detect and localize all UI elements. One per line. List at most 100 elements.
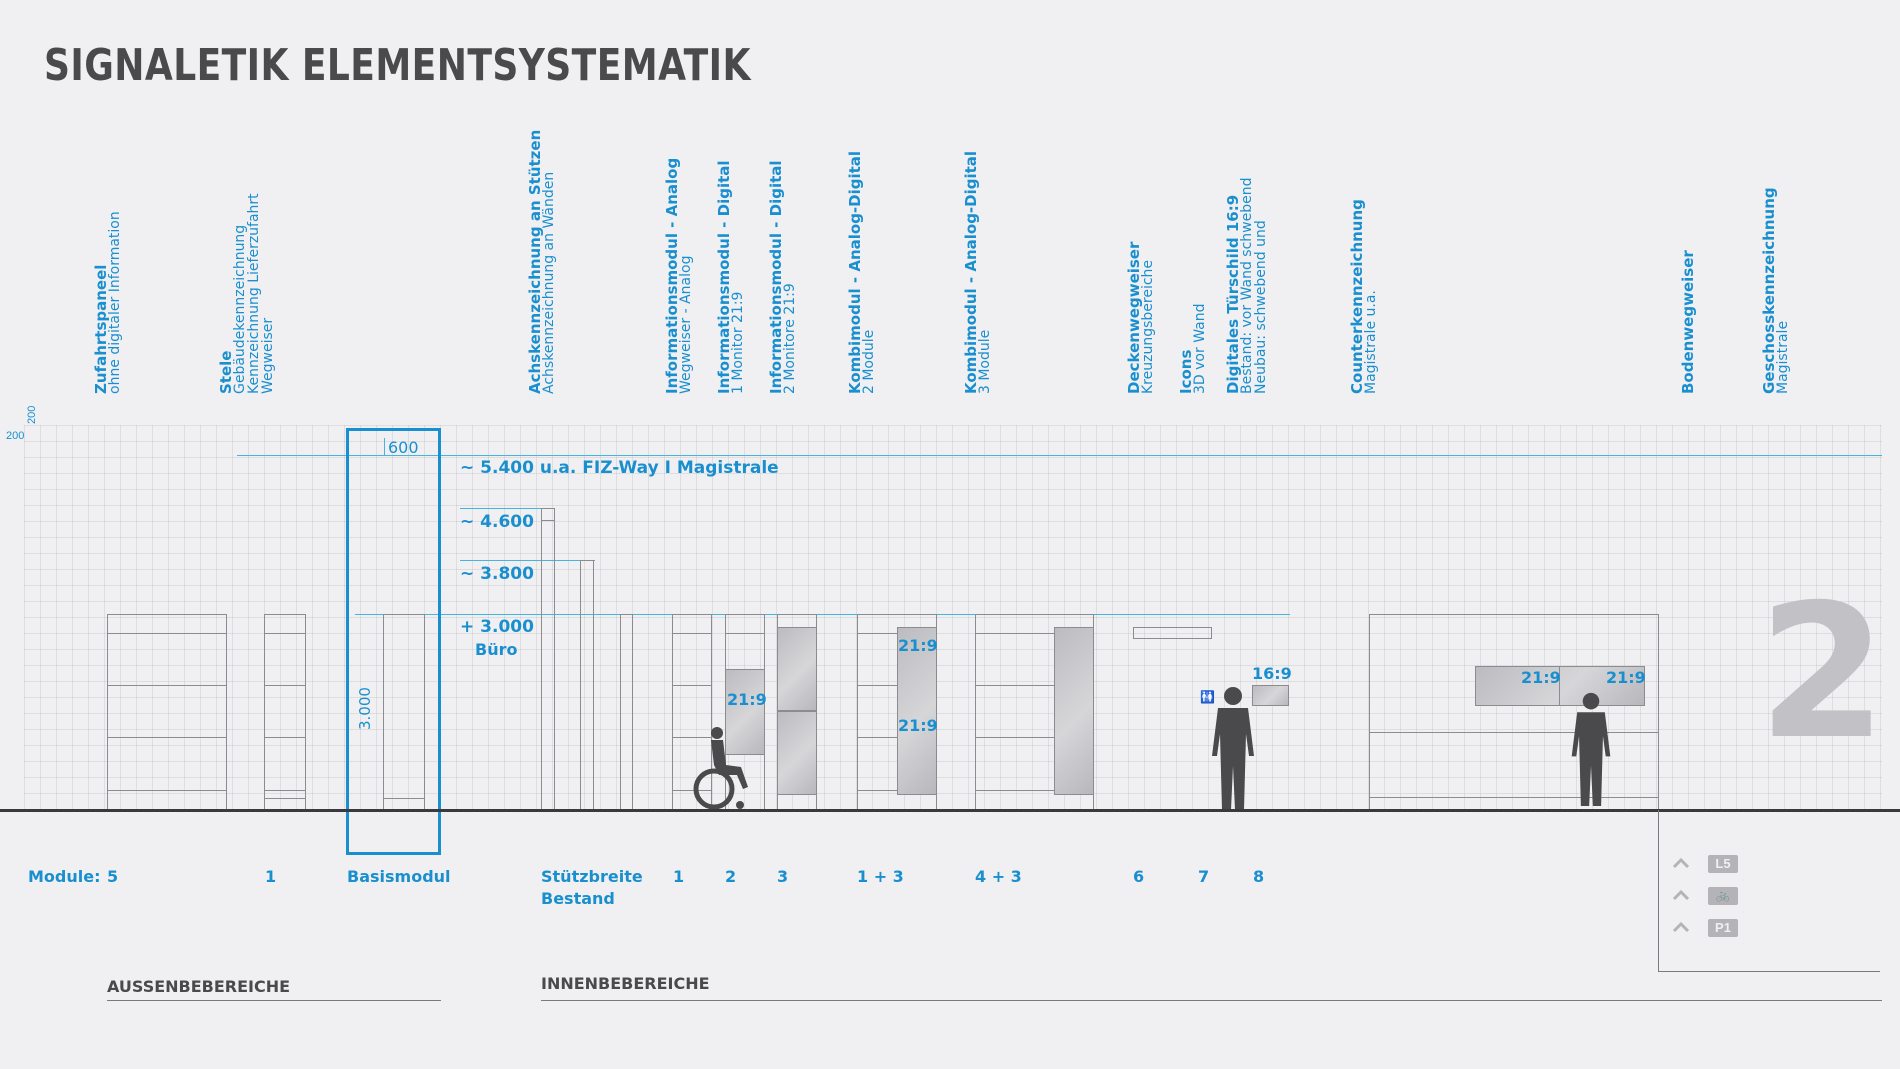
achskennzeichnung-stuetze-1 — [541, 508, 555, 810]
section-inside-line — [541, 1000, 1882, 1001]
monitor-screen — [777, 711, 817, 795]
floor-number: 2 — [1758, 564, 1887, 780]
level-guide-vline — [1658, 810, 1659, 972]
screen-divider — [1559, 666, 1560, 706]
stele-element — [264, 614, 306, 810]
module-count: 5 — [107, 867, 119, 886]
column-label-kombimodul-3: Kombimodul - Analog-Digital 3 Module — [962, 150, 993, 394]
column-label-deckenwegweiser: Deckenwegweiser Kreuzungsbereiche — [1125, 241, 1156, 394]
height-label-3800: ~ 3.800 — [460, 564, 534, 584]
column-sub: Magistrale u.a. — [1363, 290, 1379, 394]
height-line-4600 — [460, 508, 555, 509]
column-sub: Wegweiser - Analog — [678, 255, 694, 394]
monitor-screen — [725, 669, 765, 755]
panel-divider — [673, 633, 711, 634]
column-sub: Bestand: vor Wand schwebend — [1239, 177, 1255, 395]
panel-divider — [673, 685, 711, 686]
column-heading: Bodenwegweiser — [1679, 250, 1697, 394]
column-sub: 3D vor Wand — [1192, 303, 1208, 394]
person-figure-icon — [1571, 692, 1611, 807]
column-heading: Counterkennzeichnung — [1348, 199, 1366, 394]
panel-divider — [265, 685, 305, 686]
level-badge-p1: P1 — [1708, 919, 1738, 937]
panel-divider — [976, 633, 1055, 634]
panel-divider — [108, 737, 226, 738]
column-label-bodenwegweiser: Bodenwegweiser — [1679, 250, 1697, 394]
monitor-screen — [1054, 627, 1094, 795]
module-count: 2 — [725, 867, 737, 886]
column-sub: 2 Module — [861, 329, 877, 394]
height-label-buero: Büro — [475, 640, 518, 659]
monitor-screen — [897, 627, 937, 795]
bicycle-icon: 🚲 — [1708, 887, 1738, 905]
height-line-5400 — [237, 455, 1882, 456]
section-inside: INNENBEBEREICHE — [541, 974, 710, 993]
panel-divider — [108, 790, 226, 791]
counter-screen — [1475, 666, 1645, 706]
achskennzeichnung-stuetze-2 — [580, 560, 594, 810]
panel-divider — [976, 790, 1055, 791]
panel-divider — [1370, 797, 1658, 798]
column-label-zufahrtspaneel: Zufahrtspaneel ohne digitaler Informatio… — [92, 211, 123, 394]
height-label-4600: ~ 4.600 — [460, 512, 534, 532]
panel-divider — [673, 790, 711, 791]
panel-divider — [673, 737, 711, 738]
column-heading: Zufahrtspaneel — [92, 264, 110, 394]
column-sub: Gebäudekennzeichnung — [232, 224, 248, 394]
module-count: 1 — [265, 867, 277, 886]
panel-divider — [976, 685, 1055, 686]
column-sub: Kreuzungsbereiche — [1140, 259, 1156, 394]
column-sub: Wegweiser — [260, 317, 276, 394]
column-label-stele: Stele Gebäudekennzeichnung Kennzeichnung… — [217, 193, 276, 394]
module-count: Bestand — [541, 889, 615, 908]
ratio-label: 21:9 — [898, 636, 938, 655]
level-guide-hline — [1658, 971, 1880, 972]
deckenwegweiser-element — [1133, 627, 1212, 639]
module-label: Module: — [28, 867, 101, 886]
column-heading: Kombimodul - Analog-Digital — [962, 150, 980, 394]
level-badge-l5: L5 — [1708, 855, 1738, 873]
column-sub: ohne digitaler Information — [107, 211, 123, 394]
column-label-informationsmodul-digital-2: Informationsmodul - Digital 2 Monitore 2… — [767, 160, 798, 394]
person-figure-icon — [1212, 687, 1254, 810]
height-label-5400: ~ 5.400 u.a. FIZ-Way I Magistrale — [460, 458, 779, 478]
panel-divider — [265, 790, 305, 791]
panel-divider — [265, 633, 305, 634]
basis-width-tick — [384, 438, 385, 456]
chevron-up-icon — [1672, 921, 1690, 933]
panel-divider — [384, 798, 424, 799]
monitor-screen — [777, 627, 817, 711]
column-heading: Icons — [1177, 349, 1195, 394]
ratio-label: 21:9 — [1521, 668, 1561, 687]
chevron-up-icon — [1672, 857, 1690, 869]
panel-divider — [858, 790, 898, 791]
module-count: 4 + 3 — [975, 867, 1022, 886]
column-sub: 1 Monitor 21:9 — [730, 291, 746, 394]
column-sub: Achskennzeichnung an Wänden — [541, 171, 557, 394]
module-count: 6 — [1133, 867, 1145, 886]
panel-divider — [976, 737, 1055, 738]
ratio-label: 21:9 — [727, 690, 767, 709]
panel-divider — [108, 633, 226, 634]
panel-divider — [541, 520, 555, 521]
panel-divider — [858, 737, 898, 738]
column-heading: Digitales Türschild 16:9 — [1224, 194, 1242, 394]
module-count: 3 — [777, 867, 789, 886]
column-heading: Informationsmodul - Digital — [767, 160, 785, 394]
chevron-up-icon — [1672, 889, 1690, 901]
scale-label-top: 200 — [26, 405, 38, 424]
ratio-label: 21:9 — [898, 716, 938, 735]
height-line-3800 — [460, 560, 595, 561]
column-label-informationsmodul-digital-1: Informationsmodul - Digital 1 Monitor 21… — [715, 160, 746, 394]
column-heading: Deckenwegweiser — [1125, 241, 1143, 394]
column-label-icons: Icons 3D vor Wand — [1177, 303, 1208, 394]
column-heading: Stele — [217, 350, 235, 394]
counter-element — [1369, 614, 1659, 810]
module-count: 1 — [673, 867, 685, 886]
panel-divider — [726, 633, 764, 634]
elevation-grid — [24, 425, 1882, 811]
column-heading: Geschosskennzeichnung — [1760, 187, 1778, 394]
column-label-kombimodul-2: Kombimodul - Analog-Digital 2 Module — [846, 151, 877, 394]
column-sub: Kennzeichnung Lieferzufahrt — [246, 193, 262, 394]
panel-divider — [265, 798, 305, 799]
